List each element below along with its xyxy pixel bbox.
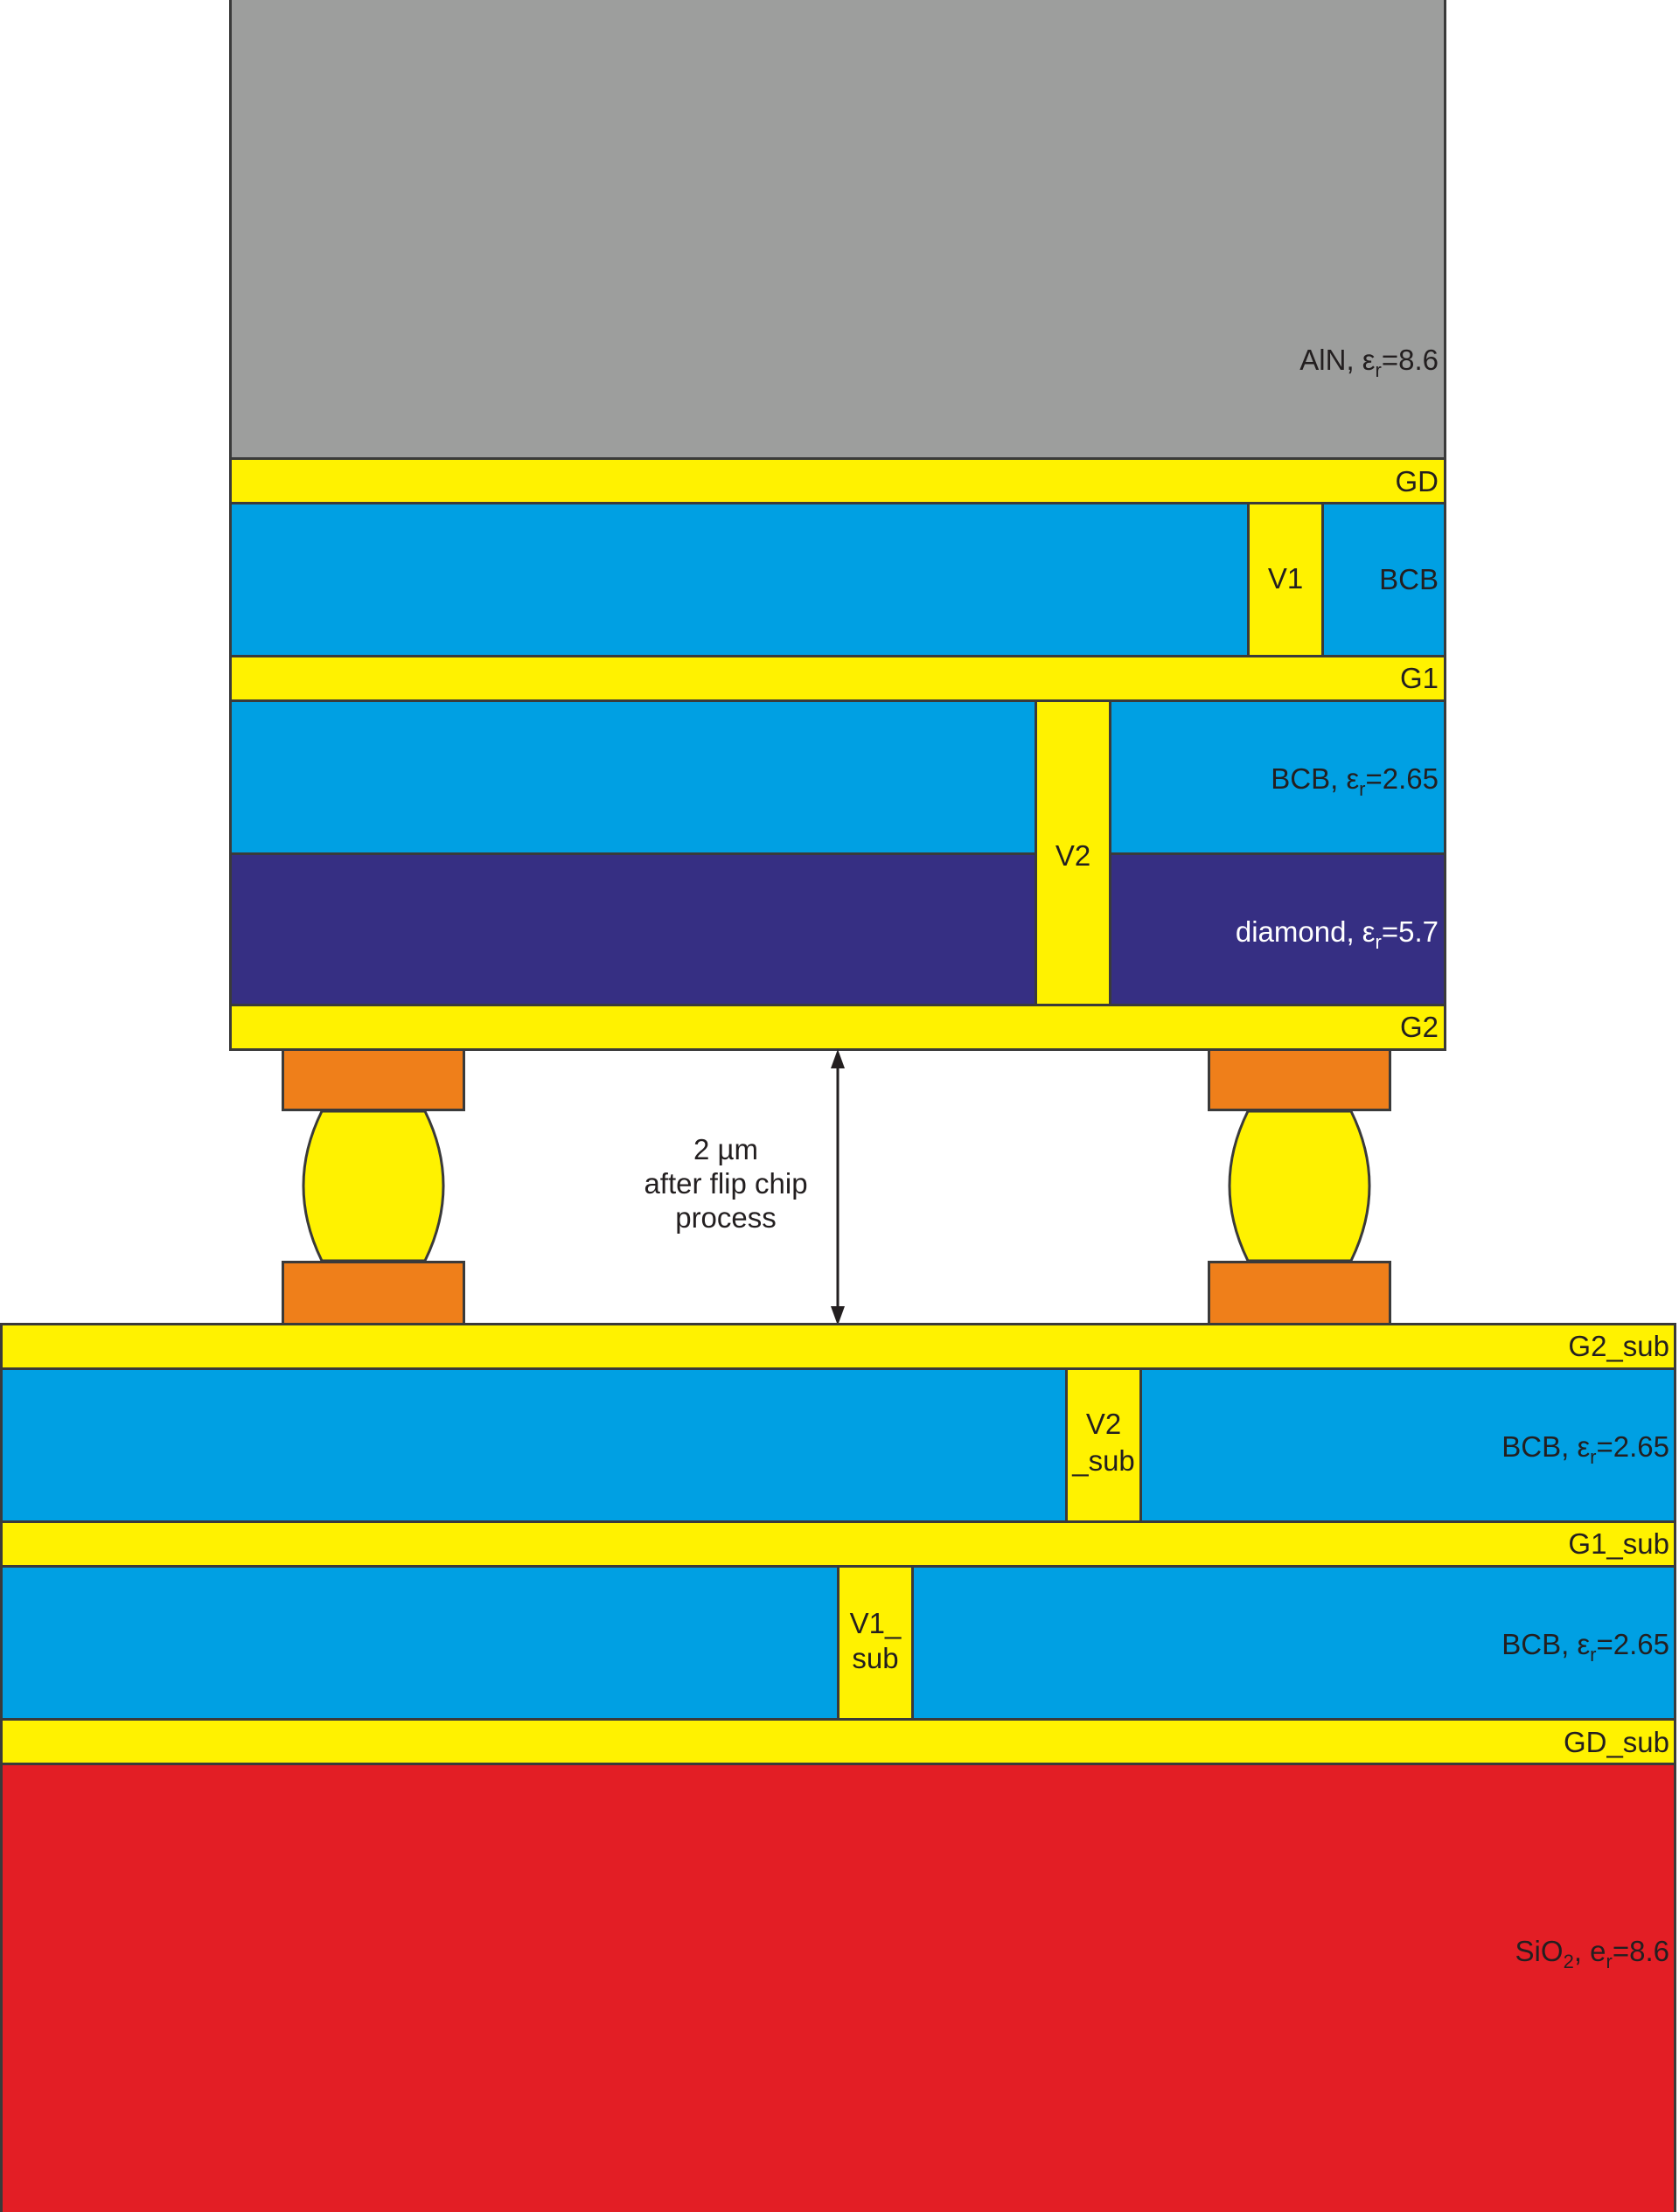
g1-layer [229,655,1446,702]
bcb-sub-layer-b-label: BCB, εr=2.65 [1501,1628,1669,1666]
gd-sub-layer [0,1718,1676,1765]
via-v2-sub-label-line1: V2 [1085,1408,1122,1440]
g2-label: G2 [1399,1011,1439,1043]
aln-layer [229,0,1446,460]
gap-label-line2: after flip chip [644,1167,808,1200]
via-v2-sub-label-line2: _sub [1072,1444,1135,1477]
g2-sub-label: G2_sub [1568,1330,1669,1362]
sio2-label: SiO2, er=8.6 [1515,1935,1669,1972]
gap-arrow-down [831,1306,845,1325]
gd-layer [229,457,1446,504]
bcb-layer-1-label: BCB [1379,563,1439,595]
sio2-layer [0,1763,1676,2212]
bcb-sub-layer-a-label: BCB, εr=2.65 [1501,1430,1669,1468]
via-v1-label: V1 [1267,562,1304,595]
g2-sub-layer [0,1323,1676,1370]
gap-label-line3: process [675,1201,777,1234]
g1-sub-label: G1_sub [1568,1527,1669,1560]
via-v2-sub [1065,1367,1142,1523]
diamond-layer [229,852,1446,1006]
g1-label: G1 [1399,662,1439,694]
g1-sub-layer [0,1520,1676,1568]
bump-pad-top-left [282,1048,465,1111]
gap-arrow-up [831,1049,845,1068]
gd-sub-label: GD_sub [1563,1726,1669,1758]
via-v1-sub-label-line1: V1_ [849,1607,902,1639]
diamond-label: diamond, εr=5.7 [1235,915,1439,953]
via-v1-sub-label-line2: sub [852,1642,899,1674]
bcb-layer-2-label: BCB, εr=2.65 [1271,762,1439,800]
solder-ball-right [1228,1109,1371,1263]
aln-label: AlN, εr=8.6 [1299,344,1439,381]
gap-label-line1: 2 µm [693,1133,759,1165]
bcb-layer-2 [229,699,1446,855]
solder-ball-left [302,1109,445,1263]
via-v2-label: V2 [1055,839,1091,872]
gd-label: GD [1395,465,1439,497]
